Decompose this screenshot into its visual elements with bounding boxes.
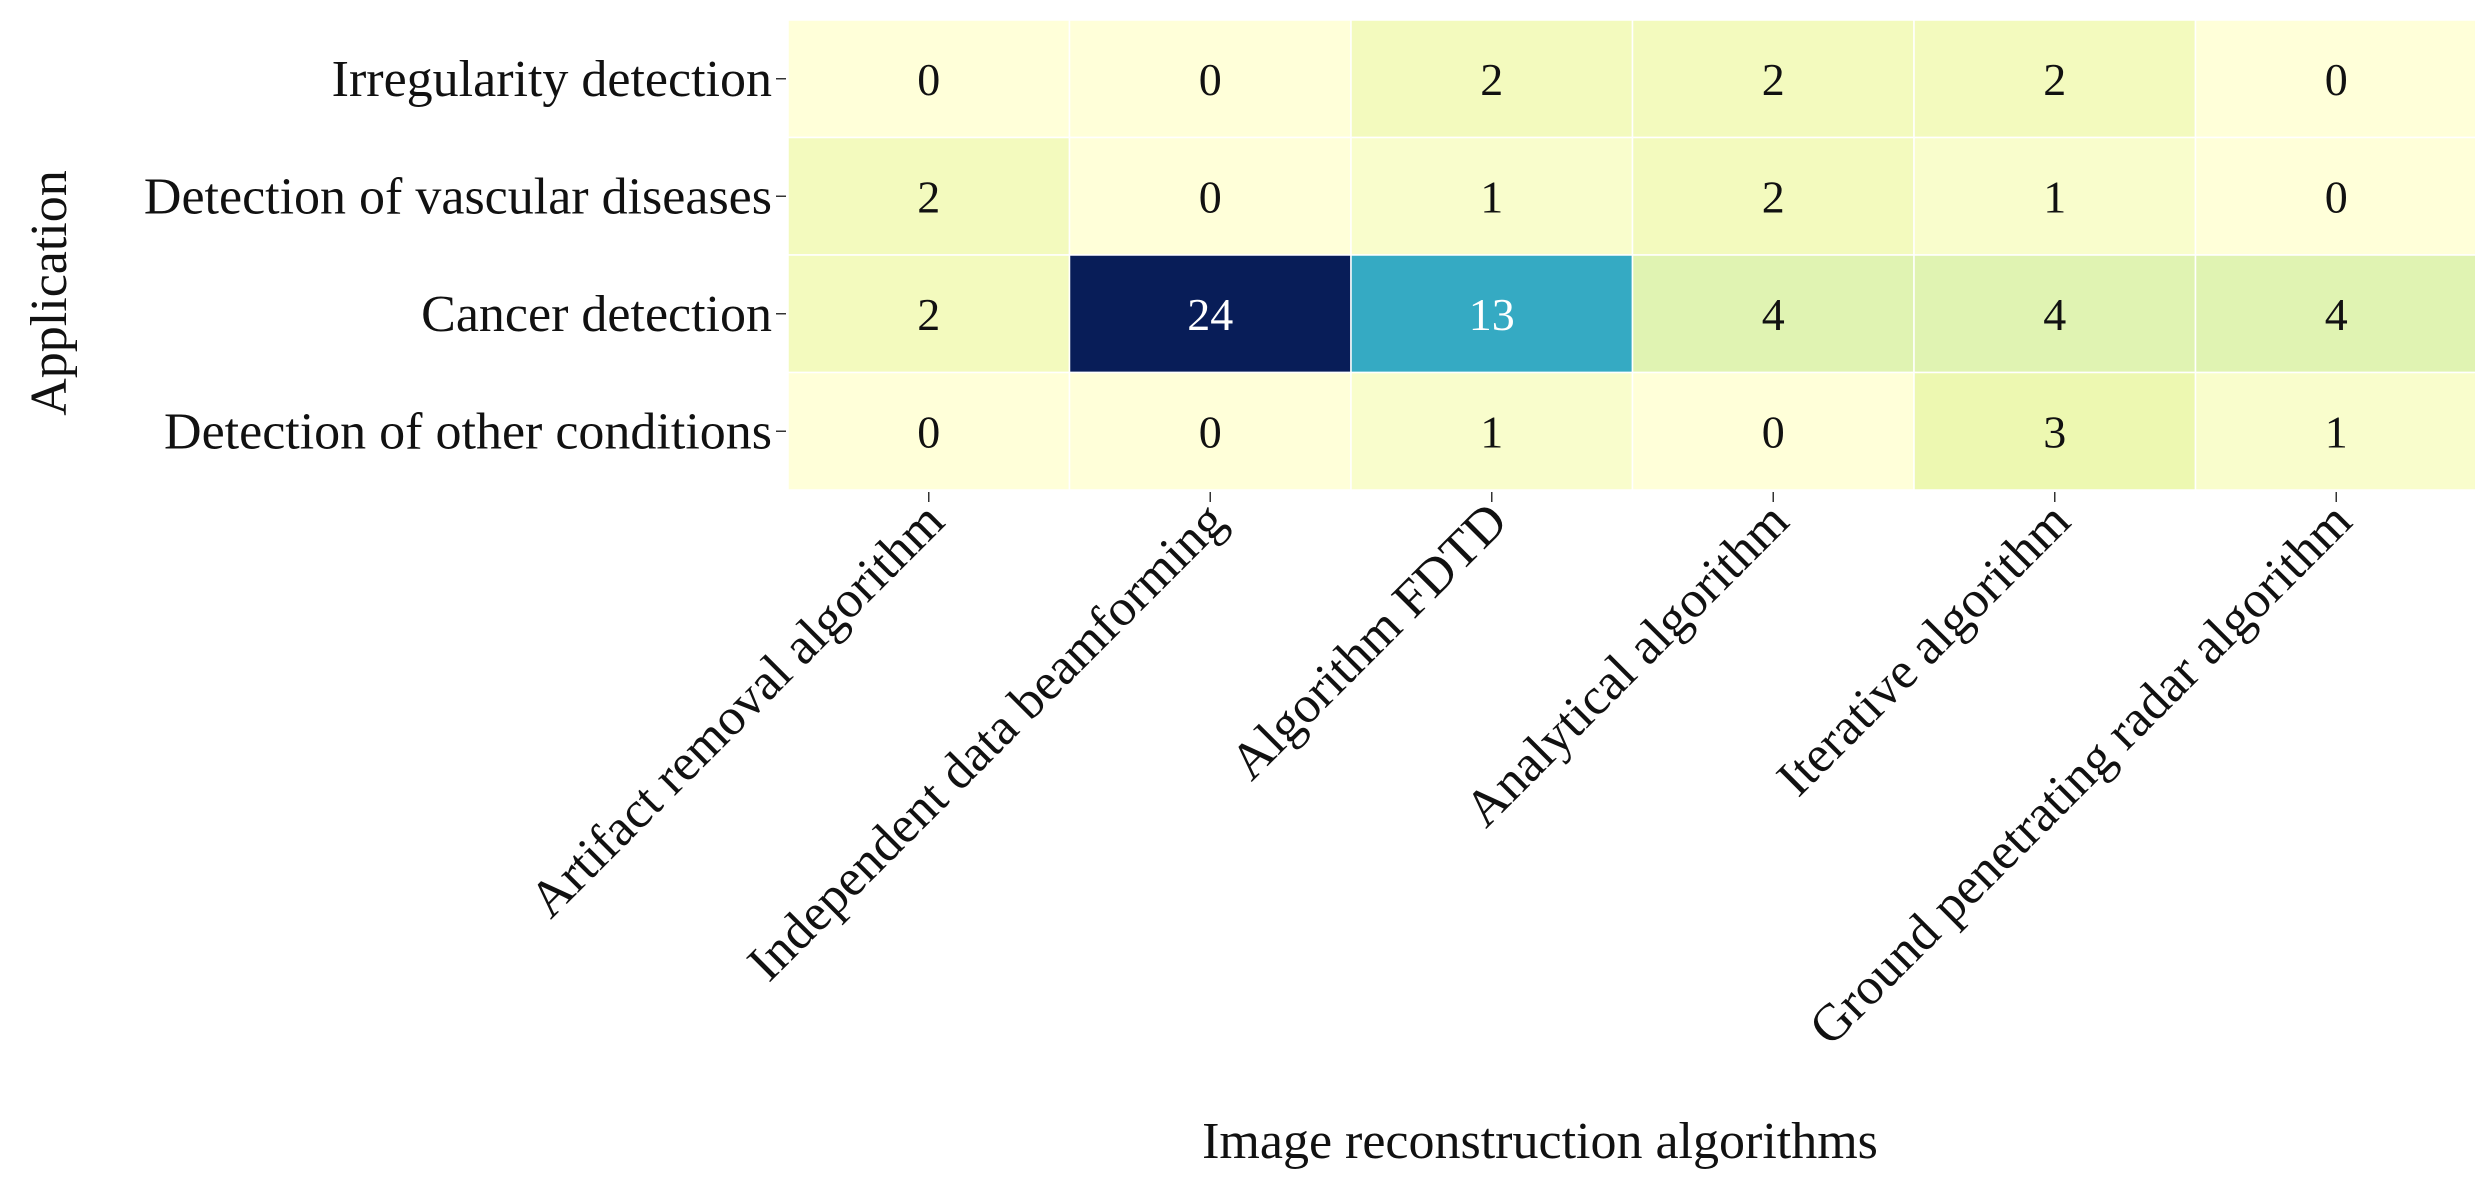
- cell-value-label: 0: [917, 406, 940, 457]
- x-tick-label: Ground penetrating radar algorithm: [1799, 492, 2363, 1056]
- cell-value-label: 2: [1762, 54, 1785, 105]
- heatmap-cell: [787, 254, 1071, 374]
- cell-value-label: 2: [2043, 54, 2066, 105]
- x-tick-label: Algorithm FDTD: [1220, 492, 1519, 791]
- heatmap-cell: [1631, 19, 1915, 139]
- x-tick-label: Iterative algorithm: [1766, 492, 2081, 807]
- cell-value-label: 4: [2043, 289, 2066, 340]
- cell-value-label: 13: [1469, 289, 1515, 340]
- y-tick-label: Detection of vascular diseases: [144, 168, 772, 225]
- heatmap-cell: [1913, 254, 2197, 374]
- cell-value-label: 0: [917, 54, 940, 105]
- heatmap-cell: [1068, 371, 1352, 491]
- cell-value-label: 0: [1199, 171, 1222, 222]
- heatmap-cell: [787, 19, 1071, 139]
- cell-value-label: 0: [2325, 171, 2348, 222]
- heatmap-cell: [787, 136, 1071, 256]
- heatmap-cell: [2194, 19, 2475, 139]
- heatmap-cell: [1350, 371, 1634, 491]
- cell-value-label: 0: [2325, 54, 2348, 105]
- y-tick-label: Irregularity detection: [332, 51, 772, 108]
- cell-value-label: 3: [2043, 406, 2066, 457]
- cell-value-label: 2: [1480, 54, 1503, 105]
- cell-value-label: 2: [917, 171, 940, 222]
- heatmap-cell: [2194, 371, 2475, 491]
- x-tick-label: Independent data beamforming: [737, 492, 1237, 992]
- cell-value-label: 1: [2043, 171, 2066, 222]
- heatmap-cell: [1068, 19, 1352, 139]
- heatmap-cell: [1631, 254, 1915, 374]
- cell-value-label: 0: [1762, 406, 1785, 457]
- heatmap-cell: [1913, 136, 2197, 256]
- y-axis-title: Application: [21, 170, 78, 416]
- y-tick-label: Detection of other conditions: [164, 403, 772, 460]
- heatmap-cell: [2194, 136, 2475, 256]
- cell-value-label: 1: [1480, 171, 1503, 222]
- heatmap-cell: [1068, 136, 1352, 256]
- cell-value-label: 0: [1199, 54, 1222, 105]
- cell-value-label: 0: [1199, 406, 1222, 457]
- heatmap-cell: [787, 371, 1071, 491]
- cell-value-label: 4: [2325, 289, 2348, 340]
- heatmap-cells: 0 0 2 2 2 0 2 0 1 2 1 0 2 24 13 4 4 4 0 0 1 0 3 1: [787, 19, 2475, 491]
- cell-value-label: 1: [2325, 406, 2348, 457]
- cell-value-label: 4: [1762, 289, 1785, 340]
- heatmap-cell: [1350, 19, 1634, 139]
- heatmap-cell: [1631, 136, 1915, 256]
- cell-value-label: 1: [1480, 406, 1503, 457]
- cell-value-label: 2: [917, 289, 940, 340]
- y-tick-label: Cancer detection: [421, 286, 772, 343]
- heatmap-cell: [1913, 371, 2197, 491]
- heatmap-cell: [1913, 19, 2197, 139]
- heatmap-cell: [1068, 254, 1352, 374]
- heatmap-cell: [1350, 254, 1634, 374]
- heatmap-cell: [1631, 371, 1915, 491]
- cell-value-label: 2: [1762, 171, 1785, 222]
- x-axis-title: Image reconstruction algorithms: [1202, 1113, 1878, 1170]
- cell-value-label: 24: [1187, 289, 1233, 340]
